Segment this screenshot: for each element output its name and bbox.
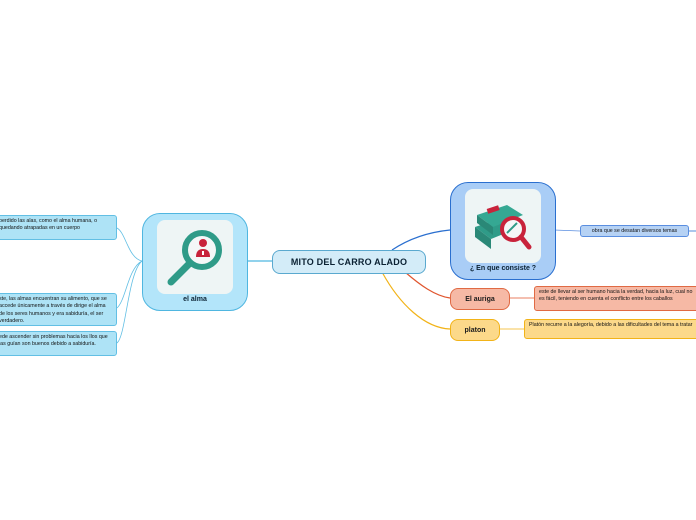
auriga-note[interactable]: este de llevar al ser humano hacia la ve…	[534, 286, 696, 311]
link-central-platon	[381, 271, 451, 330]
link-central-consiste	[391, 229, 451, 251]
books-magnifier-icon	[475, 205, 532, 250]
central-topic[interactable]: MITO DEL CARRO ALADO	[272, 250, 426, 274]
topic-el-auriga[interactable]: El auriga	[450, 288, 510, 310]
alma-note-1[interactable]: perdido las alas, como el alma humana, o…	[0, 215, 117, 240]
link-alma-note1	[116, 227, 143, 262]
consiste-note[interactable]: obra que se desatan diversos temas	[580, 225, 689, 237]
link-consiste-note	[553, 229, 581, 232]
platon-note[interactable]: Platón recurre a la alegoría, debido a l…	[524, 319, 696, 339]
topic-en-que-consiste[interactable]: ¿ En que consiste ?	[450, 182, 556, 280]
alma-caption: el alma	[183, 296, 207, 303]
link-alma-note2	[116, 260, 143, 309]
link-alma-note3	[116, 260, 143, 344]
topic-platon[interactable]: platon	[450, 319, 500, 341]
consiste-image-frame	[465, 189, 541, 263]
topic-el-alma[interactable]: el alma	[142, 213, 248, 311]
alma-image-frame	[157, 220, 233, 294]
magnifier-person-icon	[167, 230, 222, 286]
alma-note-3[interactable]: ede ascender sin problemas hacia los llo…	[0, 331, 117, 356]
alma-note-2[interactable]: ste, las almas encuentran su alimento, q…	[0, 293, 117, 326]
consiste-caption: ¿ En que consiste ?	[469, 265, 537, 272]
link-central-auriga	[404, 271, 451, 299]
